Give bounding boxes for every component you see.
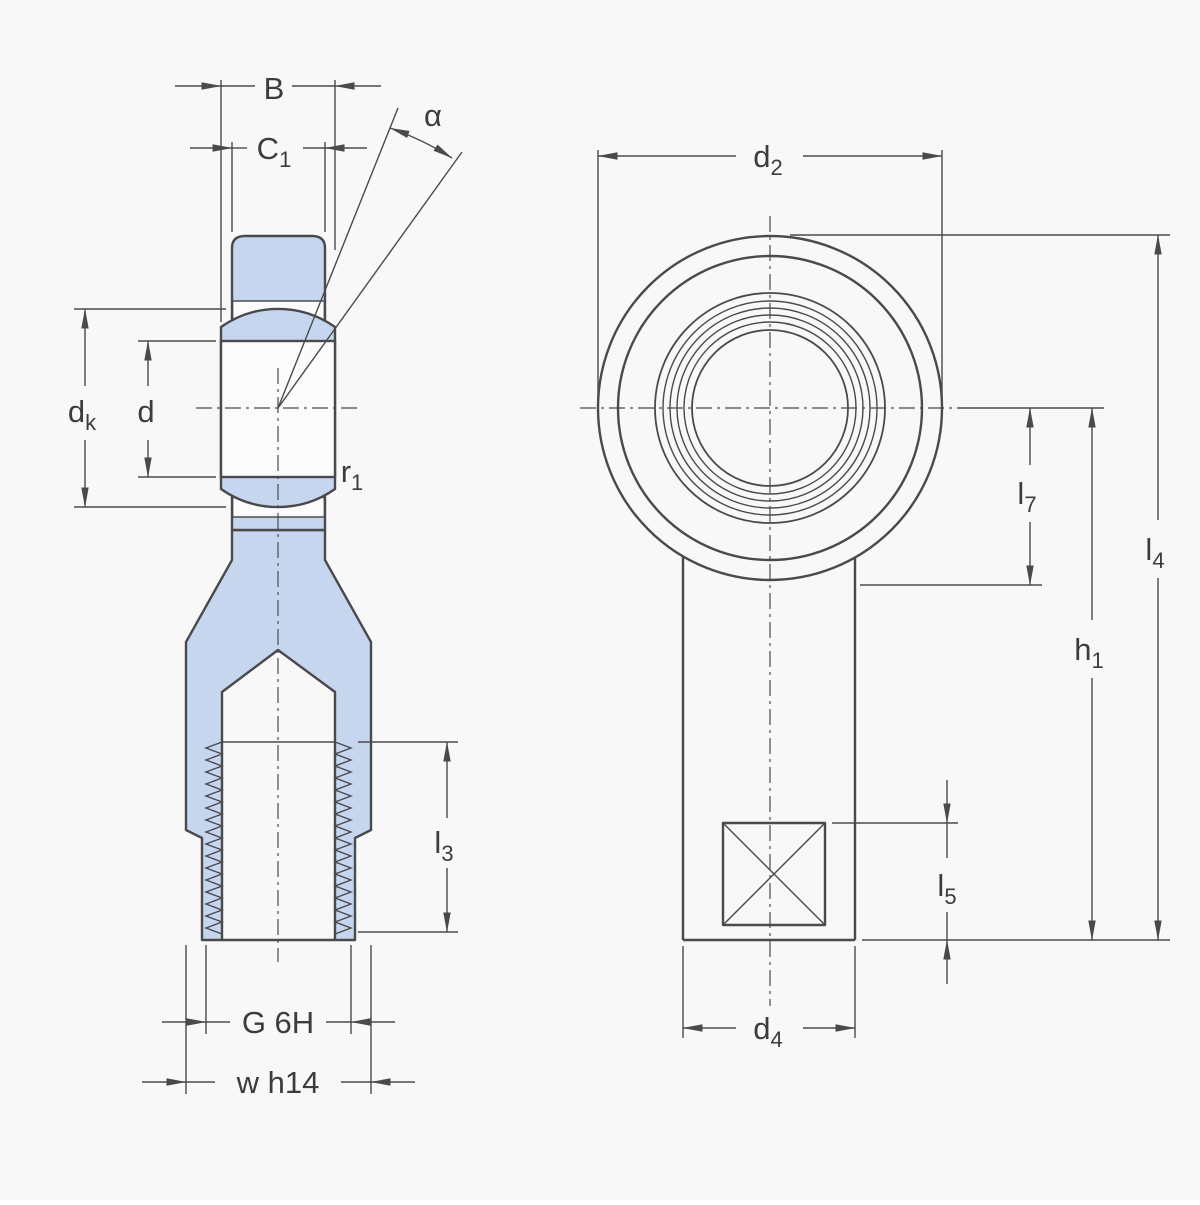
thread-zigzag-left	[204, 741, 224, 935]
dim-l5: l5	[832, 780, 958, 984]
label-width-flats: w h14	[236, 1065, 320, 1100]
label-alpha: α	[424, 98, 442, 133]
angle-line	[277, 107, 399, 409]
dim-c1: C1	[190, 131, 367, 232]
label-l5: l5	[937, 868, 956, 909]
label-r1: r1	[341, 454, 364, 495]
label-d2: d2	[753, 139, 783, 180]
label-l3: l3	[434, 825, 453, 866]
flats-square	[721, 821, 827, 927]
label-thread: G 6H	[242, 1005, 314, 1040]
dim-l3: l3	[358, 741, 458, 933]
wrench-flats-square	[721, 821, 827, 927]
dim-dk: dk	[68, 308, 226, 508]
label-d: d	[137, 394, 154, 429]
label-b: B	[264, 71, 285, 106]
dim-l4: l4	[790, 234, 1170, 941]
thread-zigzag-right	[333, 741, 353, 935]
left-view-section: B C1 α dk	[68, 71, 463, 1100]
label-d4: d4	[753, 1011, 783, 1052]
label-l7: l7	[1017, 476, 1036, 517]
dim-d4: d4	[682, 946, 856, 1052]
dim-d: d	[137, 340, 216, 478]
label-c1: C1	[257, 131, 292, 172]
flats-cross-line	[722, 822, 826, 926]
label-dk: dk	[68, 394, 97, 435]
dim-l7: l7	[860, 407, 1042, 586]
dim-width-flats: w h14	[142, 945, 415, 1100]
label-h1: h1	[1074, 632, 1104, 673]
dim-d2: d2	[597, 139, 943, 398]
right-view-front: d2 l4 h1 l7	[580, 139, 1170, 1052]
dim-thread: G 6H	[162, 945, 395, 1040]
angle-arc	[389, 127, 453, 159]
angle-line	[277, 151, 463, 409]
dim-b: B	[175, 71, 381, 322]
label-l4: l4	[1145, 532, 1164, 573]
dim-alpha: α	[277, 98, 463, 409]
